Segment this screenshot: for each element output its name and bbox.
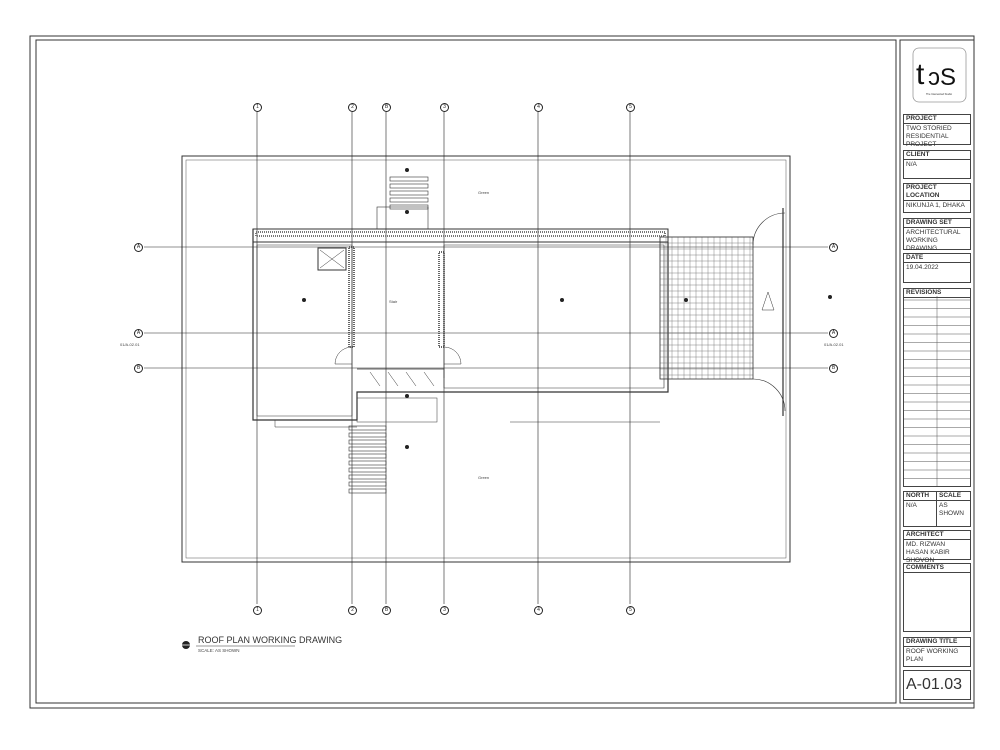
stair-step xyxy=(348,488,387,494)
stair-step xyxy=(348,460,387,466)
svg-text:The Intersected Studio: The Intersected Studio xyxy=(926,92,953,96)
architect-value: MD. RIZWAN HASAN KABIR SHOVON xyxy=(906,541,950,564)
room-label-stair: Stair xyxy=(389,299,398,304)
revisions-label: REVISIONS xyxy=(904,289,970,298)
client-label: CLIENT xyxy=(904,151,970,160)
drawing-title-value: ROOF WORKING PLAN xyxy=(906,648,959,663)
north-label: NORTH xyxy=(904,492,936,501)
drawing-scale: SCALE: AS SHOWN xyxy=(198,648,240,653)
scale-value: AS SHOWN xyxy=(939,502,964,517)
svg-text:ɔS: ɔS xyxy=(928,64,956,91)
stair-step xyxy=(389,183,429,189)
stair-step xyxy=(348,481,387,487)
client-value: N/A xyxy=(906,161,917,168)
stair-step xyxy=(348,425,387,431)
drawing-set-label: DRAWING SET xyxy=(904,219,970,228)
stair-step xyxy=(348,474,387,480)
stair-step xyxy=(348,446,387,452)
grid-bubble-top: B xyxy=(382,103,391,112)
grid-bubble-top: 4 xyxy=(534,103,543,112)
grid-bubble-top: 1 xyxy=(253,103,262,112)
grid-bubble-left: B xyxy=(134,364,143,373)
scale-label: SCALE xyxy=(937,492,970,501)
north-value: N/A xyxy=(906,502,917,509)
stair-step xyxy=(348,467,387,473)
grid-bubble-left: A xyxy=(134,329,143,338)
grid-bubble-bottom: 5 xyxy=(626,606,635,615)
grid-bubble-bottom: B xyxy=(382,606,391,615)
grid-bubble-left: A xyxy=(134,243,143,252)
grid-bubble-top: 3 xyxy=(440,103,449,112)
grid-bubble-top: 5 xyxy=(626,103,635,112)
drawing-title-label: DRAWING TITLE xyxy=(904,638,970,647)
comments-label: COMMENTS xyxy=(904,564,970,573)
stair-step xyxy=(348,439,387,445)
comments-box: COMMENTS xyxy=(903,563,971,632)
stair-step xyxy=(389,190,429,196)
grid-bubble-bottom: 3 xyxy=(440,606,449,615)
grid-bubble-top: 2 xyxy=(348,103,357,112)
stair-step xyxy=(389,197,429,203)
stair-step xyxy=(389,176,429,182)
grid-bubble-bottom: 4 xyxy=(534,606,543,615)
grid-bubble-right: A xyxy=(829,329,838,338)
sheet-number: A-01.03 xyxy=(903,670,971,700)
stair-step xyxy=(348,453,387,459)
location-label: PROJECT LOCATION xyxy=(904,184,970,201)
building-outline xyxy=(252,228,669,428)
room-label-green-top: Green xyxy=(478,190,490,195)
location-value: NIKUNJA 1, DHAKA xyxy=(906,202,965,209)
roof-parapet xyxy=(181,155,791,563)
date-value: 19.04.2022 xyxy=(906,264,939,271)
section-ref-left: 01/A-02.01 xyxy=(120,342,140,347)
section-ref-right: 01/A-02.01 xyxy=(824,342,844,347)
svg-text:t: t xyxy=(916,58,925,91)
stair-step xyxy=(348,432,387,438)
room-label-green-bottom: Green xyxy=(478,475,490,480)
grid-bubble-bottom: 2 xyxy=(348,606,357,615)
architect-label: ARCHITECT xyxy=(904,531,970,540)
revisions-box: REVISIONS xyxy=(903,288,971,487)
grid-bubble-right: A xyxy=(829,243,838,252)
grid-bubble-bottom: 1 xyxy=(253,606,262,615)
drawing-title: ROOF PLAN WORKING DRAWING xyxy=(198,635,343,645)
drawing-set-value: ARCHITECTURAL WORKING DRAWING xyxy=(906,229,961,252)
grid-bubble-right: B xyxy=(829,364,838,373)
project-label: PROJECT xyxy=(904,115,970,124)
project-value: TWO STORIED RESIDENTIAL PROJECT xyxy=(906,125,952,148)
date-label: DATE xyxy=(904,254,970,263)
